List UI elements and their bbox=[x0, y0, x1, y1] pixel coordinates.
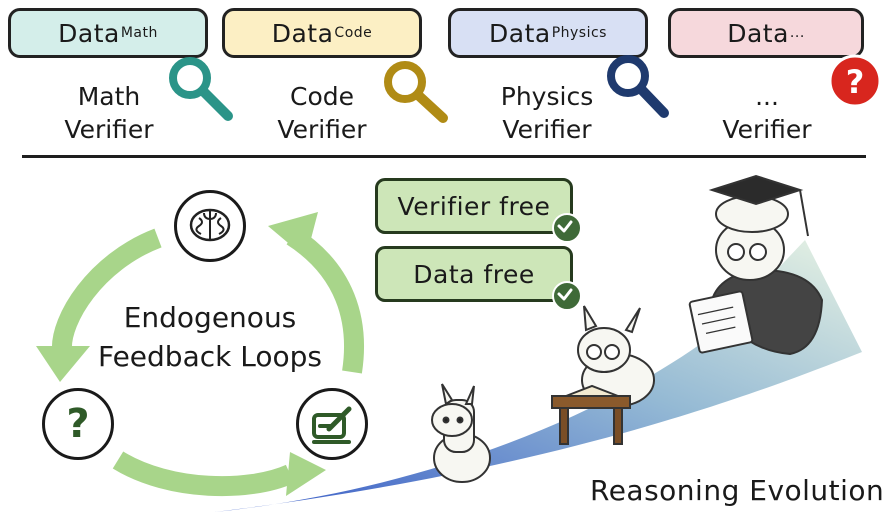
svg-text:?: ? bbox=[846, 63, 865, 101]
loop-arrows bbox=[51, 227, 365, 497]
professor-llama-image bbox=[688, 174, 824, 356]
evolution-ramp bbox=[215, 240, 862, 512]
section-divider bbox=[22, 155, 866, 158]
data-subscript: Physics bbox=[551, 25, 607, 41]
brain-node bbox=[174, 190, 246, 262]
tag-label: Verifier free bbox=[397, 191, 551, 221]
verifier-word: Verifier bbox=[502, 115, 592, 144]
verifier-name: Math bbox=[77, 82, 141, 111]
verifier-word: Verifier bbox=[722, 115, 812, 144]
verifier-word: Verifier bbox=[64, 115, 154, 144]
data-label: Data bbox=[271, 18, 334, 48]
verifier-word: Verifier bbox=[277, 115, 367, 144]
question-node: ? bbox=[42, 388, 114, 460]
check-icon bbox=[552, 281, 582, 311]
question-mark-icon: ? bbox=[66, 401, 90, 447]
math-verifier-label: Math Verifier bbox=[24, 80, 194, 146]
loop-arrowheads bbox=[36, 212, 326, 496]
physics-verifier-label: Physics Verifier bbox=[462, 80, 632, 146]
data-other-box: Data... bbox=[668, 8, 864, 58]
reasoning-evolution-label: Reasoning Evolution bbox=[590, 474, 885, 507]
tag-label: Data free bbox=[413, 259, 535, 289]
data-label: Data bbox=[727, 18, 789, 48]
small-llama-image bbox=[431, 383, 491, 483]
data-subscript: Math bbox=[120, 25, 158, 41]
data-free-tag: Data free bbox=[375, 246, 582, 311]
loop-title: Endogenous Feedback Loops bbox=[70, 298, 350, 376]
edit-icon bbox=[312, 406, 352, 444]
verifier-name: ... bbox=[755, 82, 779, 111]
question-icon: ? bbox=[828, 54, 882, 108]
data-subscript: Code bbox=[334, 25, 373, 41]
magnifier-icon bbox=[607, 55, 669, 118]
other-verifier-label: ... Verifier bbox=[682, 80, 852, 146]
solve-node bbox=[296, 388, 368, 460]
check-icon bbox=[552, 213, 582, 243]
loop-title-line2: Feedback Loops bbox=[98, 340, 322, 373]
verifier-icons: ? bbox=[169, 54, 882, 123]
data-label: Data bbox=[489, 18, 551, 48]
data-subscript: ... bbox=[789, 25, 805, 41]
magnifier-icon bbox=[384, 61, 448, 123]
verifier-name: Physics bbox=[500, 82, 594, 111]
data-label: Data bbox=[58, 18, 120, 48]
brain-icon bbox=[189, 208, 231, 242]
magnifier-icon bbox=[169, 57, 233, 121]
verifier-free-tag: Verifier free bbox=[375, 178, 582, 243]
code-verifier-label: Code Verifier bbox=[237, 80, 407, 146]
loop-title-line1: Endogenous bbox=[123, 301, 297, 334]
student-llama-image bbox=[551, 305, 655, 445]
verifier-name: Code bbox=[289, 82, 354, 111]
